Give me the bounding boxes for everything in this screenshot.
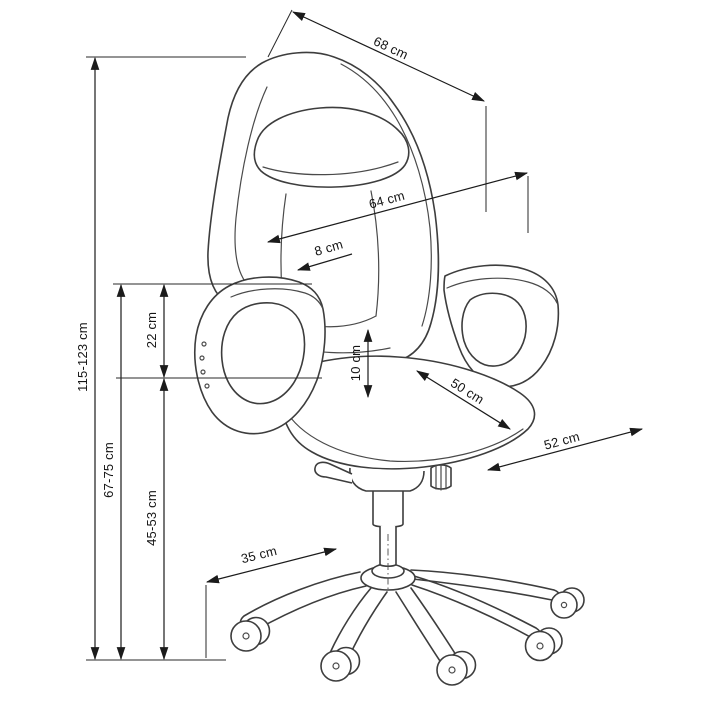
headrest-cushion-outline (253, 106, 410, 188)
dimension-label: 115-123 cm (75, 322, 90, 392)
gas-lift-lower-tube (379, 526, 397, 568)
caster-front-wheel (436, 654, 468, 686)
dimension-total-height: 115-123 cm (75, 56, 246, 661)
dimension-seat-floor-height: 45-53 cm (144, 377, 169, 661)
dimension-line (205, 547, 338, 584)
base (239, 563, 560, 667)
gas-lift-upper-tube (372, 489, 404, 528)
dimension-label: 67-75 cm (101, 442, 116, 498)
right-armrest-hole (461, 292, 527, 367)
caster-hub-cap (448, 666, 456, 674)
caster-front-right (436, 650, 477, 686)
dimension-label: 45-53 cm (144, 490, 159, 546)
base-arm-right (411, 575, 542, 644)
caster-hub-cap (560, 601, 568, 609)
armrest-adjuster-hole (204, 383, 210, 389)
dimension-seat-cushion-thickness: 10 cm (348, 328, 373, 399)
caster-front-wheel (550, 591, 578, 619)
dimension-line (296, 253, 353, 271)
chair-drawing (193, 51, 585, 686)
armrest-adjuster-hole (199, 355, 205, 361)
dimension-label: 22 cm (144, 312, 159, 348)
dimension-line (292, 11, 485, 102)
dimension-line (416, 370, 511, 430)
caster-left (230, 616, 271, 652)
armrest-adjuster-hole (200, 369, 206, 375)
dimension-label: 35 cm (239, 543, 278, 566)
caster-right (524, 627, 563, 662)
caster-front-left (320, 646, 361, 682)
gas-lift (372, 489, 404, 592)
caster-hub-cap (332, 662, 340, 670)
dimension-line (486, 427, 644, 472)
dimension-label: 52 cm (542, 429, 581, 453)
dimension-label: 10 cm (348, 345, 363, 381)
base-arm-front-right (395, 587, 458, 667)
caster-front-wheel (320, 650, 352, 682)
right-armrest (443, 264, 560, 388)
casters (230, 587, 585, 686)
caster-back (550, 587, 585, 619)
dimension-annotations: 115-123 cm 67-75 cm 22 cm 45-53 cm 68 cm (75, 9, 644, 661)
dimension-line (266, 171, 529, 244)
dimension-seat-to-armrest: 22 cm (116, 283, 322, 379)
armrest-adjuster-hole (201, 341, 207, 347)
caster-front-wheel (524, 630, 556, 662)
caster-hub-cap (242, 632, 250, 640)
left-armrest-pad-seam (230, 288, 324, 310)
dimension-armrest-floor-height: 67-75 cm (101, 283, 312, 661)
adjustment-knob-ribs (435, 464, 447, 491)
extension-line-left (267, 9, 293, 58)
seat-mechanism (314, 461, 452, 492)
right-armrest-pad-seam (446, 277, 558, 304)
caster-front-wheel (230, 620, 262, 652)
adjustment-knob (430, 464, 452, 491)
mechanism-housing (349, 467, 425, 492)
base-arm-back (410, 569, 560, 602)
tilt-lever (314, 461, 353, 484)
backrest-left-bolster-seam (234, 86, 268, 285)
caster-hub-cap (536, 642, 544, 650)
